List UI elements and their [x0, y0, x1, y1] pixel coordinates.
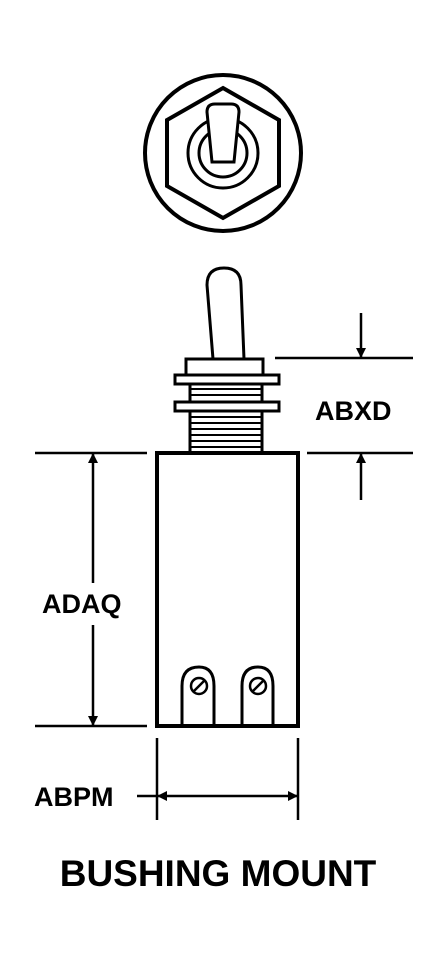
terminal-screw-left [189, 676, 209, 696]
terminal-screw-right [248, 676, 268, 696]
side-view [155, 266, 300, 728]
switch-body [155, 451, 300, 728]
toggle-lever [205, 266, 246, 360]
top-view-hex-nut [165, 85, 281, 221]
bushing-cap [184, 357, 265, 377]
adaq-label: ADAQ [42, 589, 122, 619]
terminal-right [240, 665, 275, 726]
threaded-bushing [188, 384, 264, 453]
hex-nut-lower [173, 400, 281, 413]
terminal-left [180, 665, 216, 726]
diagram-caption: BUSHING MOUNT [60, 853, 377, 894]
top-view [143, 73, 303, 233]
top-view-outer-circle [143, 73, 303, 233]
bushing-threads [190, 388, 262, 448]
top-view-lever [205, 102, 241, 164]
abpm-label: ABPM [34, 782, 114, 812]
abxd-label: ABXD [315, 396, 392, 426]
dimension-lines [35, 313, 413, 820]
hex-nut-upper [173, 373, 281, 386]
